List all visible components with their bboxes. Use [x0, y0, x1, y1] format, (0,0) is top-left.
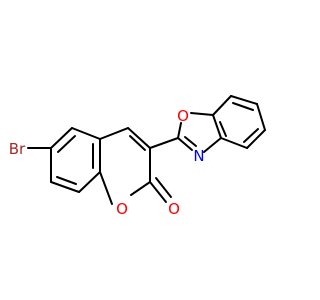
bond: [99, 171, 113, 205]
oxazole-oxygen-atom-label: O: [177, 107, 189, 125]
bond: [56, 176, 77, 185]
bromine-atom-label: Br: [9, 140, 26, 158]
bond: [149, 181, 167, 203]
bond: [243, 128, 259, 143]
bond: [155, 177, 172, 198]
bond: [190, 112, 214, 116]
carbonyl-oxygen-atom-label: O: [168, 200, 180, 218]
bond: [256, 103, 266, 131]
bond: [129, 135, 146, 151]
atom-label-layer: Br O O O N: [9, 107, 205, 218]
bond: [203, 137, 222, 153]
structure-canvas: Br O O O N: [9, 95, 266, 218]
bond: [212, 95, 232, 116]
bond: [220, 137, 248, 149]
bond: [50, 181, 80, 193]
bond: [177, 137, 193, 151]
bond: [212, 114, 222, 139]
bond: [57, 135, 76, 153]
bond: [149, 137, 179, 149]
bond: [177, 122, 182, 139]
bond: [219, 121, 227, 137]
bond: [50, 127, 73, 149]
bond: [99, 127, 129, 140]
bond: [230, 95, 258, 105]
bond: [232, 102, 254, 111]
bond: [127, 127, 151, 149]
bond: [130, 181, 151, 196]
ring-oxygen-atom-label: O: [116, 200, 128, 218]
bond: [71, 127, 101, 140]
bond-layer: [27, 95, 266, 205]
oxazole-nitrogen-atom-label: N: [193, 147, 204, 165]
molecule-drawing: Br O O O N: [9, 95, 266, 218]
bond: [184, 136, 197, 147]
bond: [246, 129, 266, 149]
bond: [78, 171, 101, 193]
